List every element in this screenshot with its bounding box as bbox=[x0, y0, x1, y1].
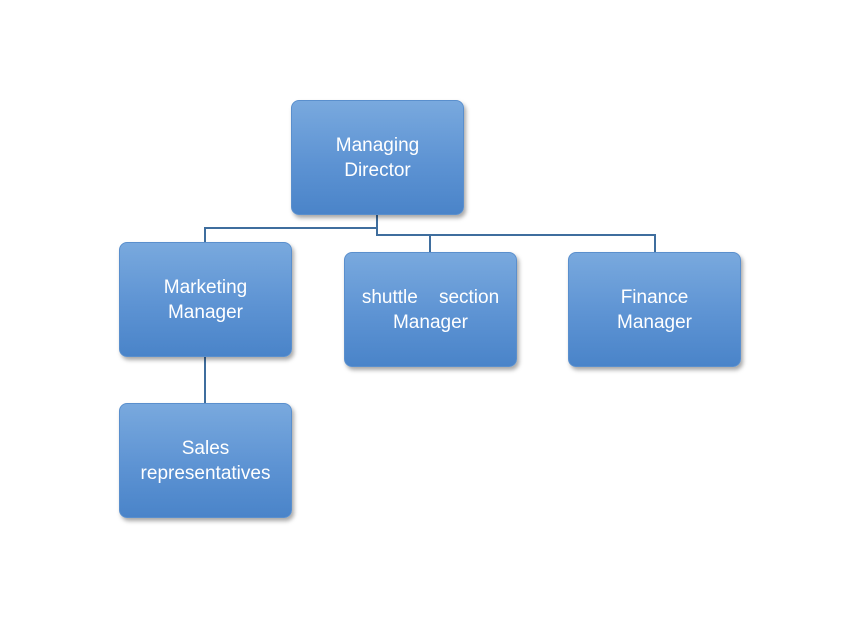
node-shuttle-section-manager: shuttle section Manager bbox=[344, 252, 517, 367]
connector-upper-bus bbox=[204, 227, 378, 229]
node-label: Finance Manager bbox=[617, 286, 692, 333]
node-label: Marketing Manager bbox=[163, 276, 248, 323]
connector-to-marketing bbox=[204, 227, 206, 242]
connector-to-shuttle bbox=[429, 234, 431, 252]
node-label: Managing Director bbox=[335, 134, 420, 181]
node-sales-representatives: Sales representatives bbox=[119, 403, 292, 518]
connector-marketing-to-sales bbox=[204, 357, 206, 403]
node-finance-manager: Finance Manager bbox=[568, 252, 741, 367]
node-label: shuttle section Manager bbox=[361, 286, 500, 333]
node-marketing-manager: Marketing Manager bbox=[119, 242, 292, 357]
node-managing-director: Managing Director bbox=[291, 100, 464, 215]
node-label: Sales representatives bbox=[140, 437, 271, 484]
connector-to-finance bbox=[654, 234, 656, 252]
connector-director-down bbox=[376, 215, 378, 235]
connector-lower-bus bbox=[376, 234, 656, 236]
